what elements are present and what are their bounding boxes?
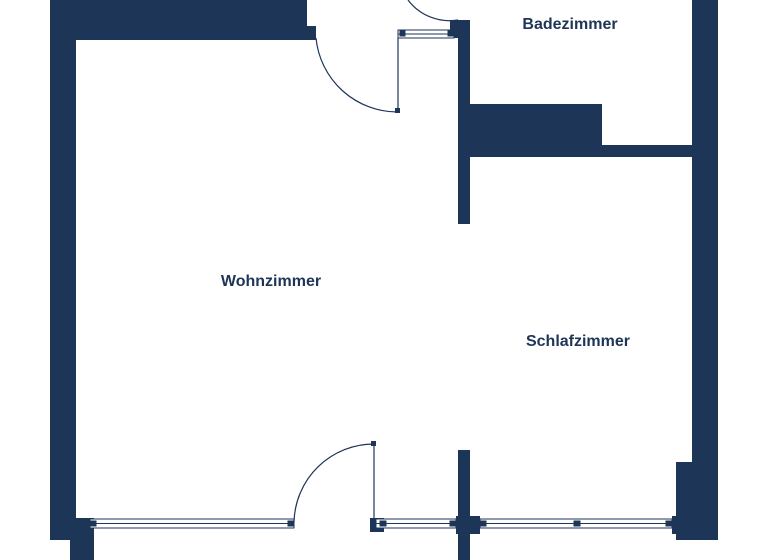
room-label-bath: Badezimmer — [522, 16, 617, 33]
wall-right-outer — [692, 0, 718, 540]
wall-bedroom-left-lower — [458, 450, 470, 560]
room-label-bedroom: Schlafzimmer — [526, 333, 630, 350]
wall-bottom-right-post — [672, 516, 692, 534]
room-label-living: Wohnzimmer — [221, 273, 321, 290]
window-bedroom-bottom — [479, 518, 673, 529]
window-mid-bottom — [375, 518, 457, 529]
wall-bottom-mid-post — [456, 516, 480, 534]
walls — [50, 0, 718, 560]
windows — [89, 29, 673, 529]
wall-bottom-left-post — [76, 518, 90, 532]
door-bathroom — [407, 0, 459, 22]
room-labels: Wohnzimmer Badezimmer Schlafzimmer — [221, 16, 630, 350]
doors — [293, 0, 459, 523]
door-entrance — [315, 37, 400, 113]
wall-top-living — [50, 0, 307, 26]
bath-counter-block — [458, 104, 602, 156]
window-living-bottom — [89, 518, 295, 529]
wall-top-living-lip — [76, 26, 316, 40]
window-entrance-top — [397, 29, 455, 39]
door-living-bottom — [293, 441, 376, 523]
wall-left-outer — [50, 0, 76, 540]
